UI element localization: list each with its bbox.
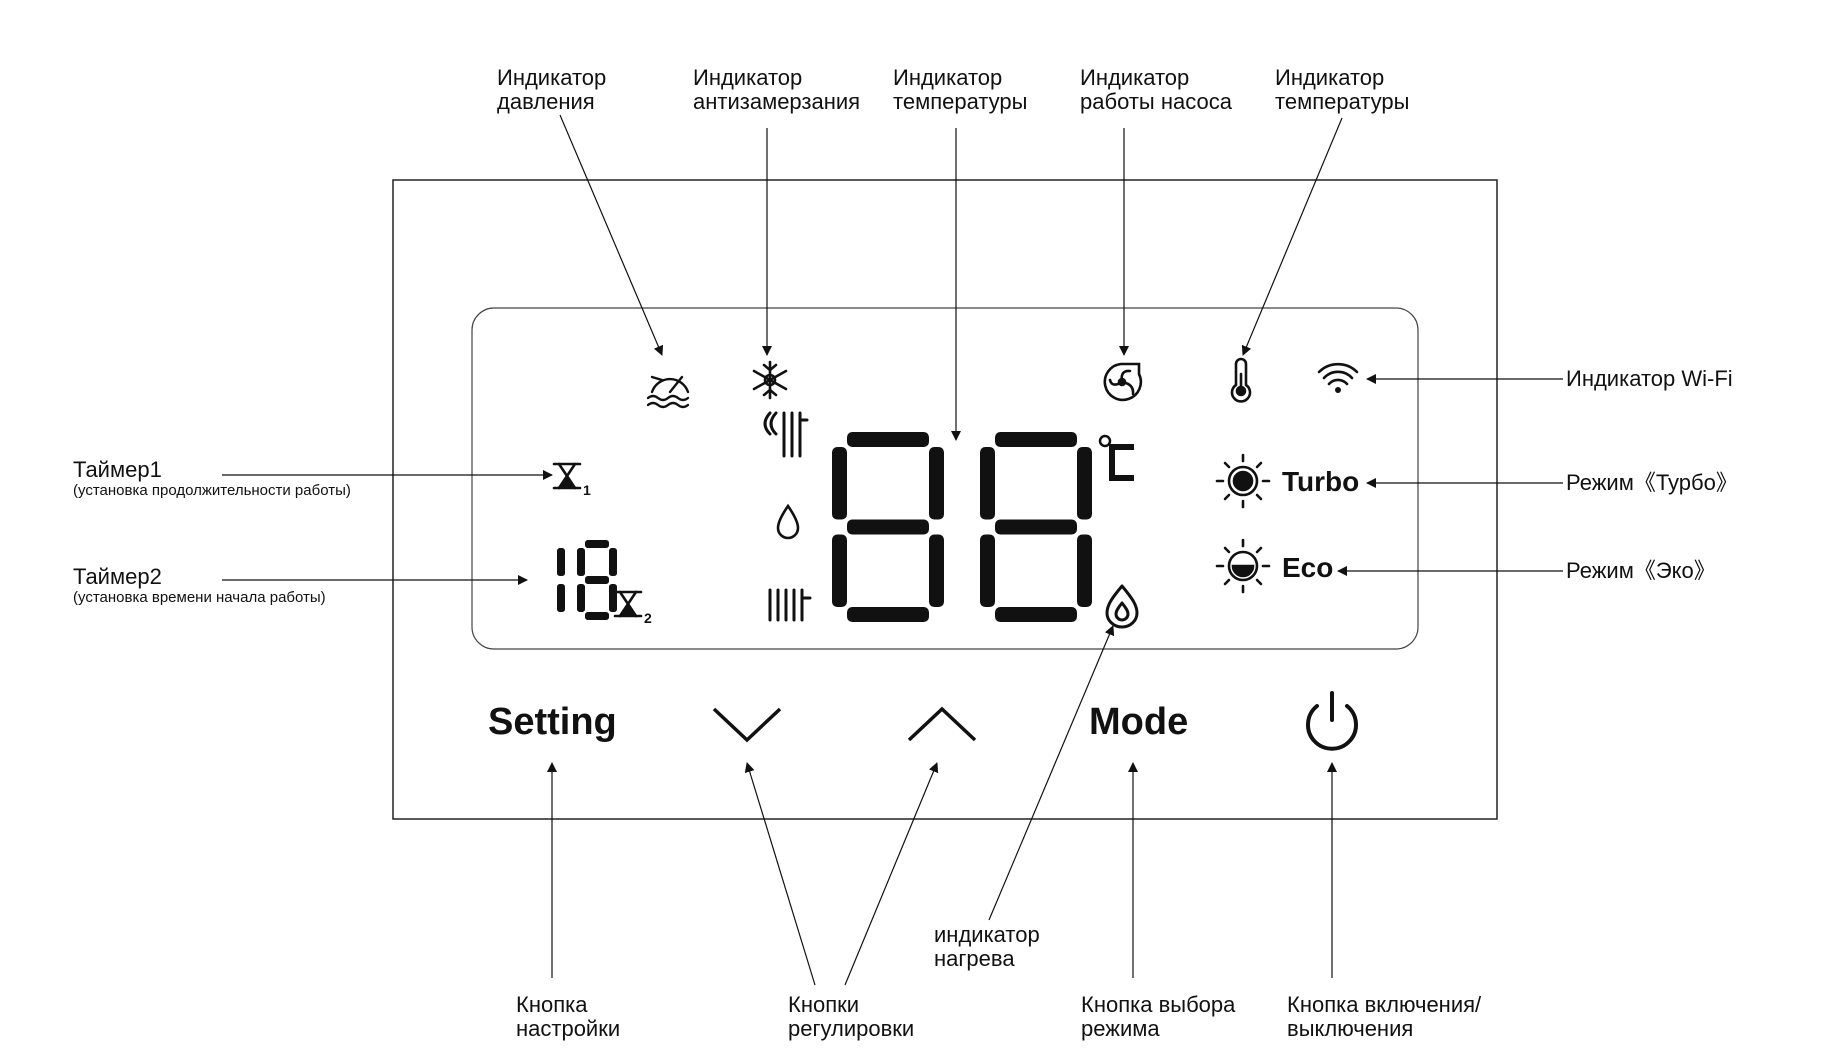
device-frame	[392, 179, 1498, 820]
celsius-unit	[1098, 434, 1134, 481]
segment-f	[577, 548, 585, 576]
main-temperature-digits	[832, 432, 1092, 622]
label-turbo-mode: Режим《Турбо》	[1566, 470, 1738, 495]
timer-digits	[557, 540, 617, 620]
sun-half-icon	[1215, 538, 1271, 594]
power-icon[interactable]	[1306, 691, 1358, 751]
segment-e	[832, 534, 847, 607]
segment-f	[980, 447, 995, 520]
pressure-gauge-icon	[646, 375, 690, 409]
timer1-index: 1	[583, 482, 591, 498]
segment-e	[980, 534, 995, 607]
segment-c	[609, 584, 617, 612]
segment-a	[585, 540, 609, 548]
segment-a	[847, 432, 929, 447]
water-drop-icon	[776, 503, 800, 540]
snowflake-icon	[752, 360, 788, 400]
segment-b	[557, 548, 565, 576]
label-timer1: Таймер1(установка продолжительности рабо…	[73, 457, 351, 500]
chevron-down-icon[interactable]	[712, 707, 782, 743]
label-timer2: Таймер2(установка времени начала работы)	[73, 564, 326, 607]
label-power-button: Кнопка включения/выключения	[1287, 992, 1482, 1041]
label-wifi-indicator: Индикатор Wi-Fi	[1566, 366, 1733, 391]
turbo-mode-label: Turbo	[1282, 466, 1360, 497]
flame-icon	[1105, 584, 1139, 629]
radiator-heating-icon	[763, 411, 809, 458]
segment-f	[832, 447, 847, 520]
celsius-c	[1109, 444, 1134, 481]
radiator-icon	[768, 588, 812, 622]
sun-full-icon	[1215, 453, 1271, 509]
segment-g	[995, 519, 1077, 535]
segment-g	[585, 576, 609, 584]
leader-heating	[988, 625, 1115, 921]
wifi-icon	[1317, 362, 1359, 393]
thermometer-icon	[1230, 357, 1252, 403]
setting-button[interactable]: Setting	[488, 701, 617, 743]
chevron-up-icon[interactable]	[907, 706, 977, 742]
timer2-index: 2	[644, 610, 652, 626]
segment-d	[995, 607, 1077, 622]
segment-b	[929, 447, 944, 520]
segment-a	[995, 432, 1077, 447]
segment-b	[609, 548, 617, 576]
segment-d	[585, 612, 609, 620]
hourglass-icon	[613, 590, 643, 618]
eco-mode-label: Eco	[1282, 552, 1334, 583]
lcd-screen	[471, 307, 1419, 650]
leader-pressure	[559, 114, 664, 356]
segment-e	[577, 584, 585, 612]
segment-b	[1077, 447, 1092, 520]
degree-symbol	[1098, 434, 1112, 448]
leader-down	[744, 762, 816, 986]
hourglass-icon	[552, 462, 582, 490]
leader-up	[844, 762, 939, 986]
pump-fan-icon	[1103, 362, 1143, 402]
leader-thermometer	[1241, 117, 1343, 356]
segment-d	[847, 607, 929, 622]
mode-button[interactable]: Mode	[1089, 701, 1189, 743]
label-eco-mode: Режим《Эко》	[1566, 558, 1716, 583]
leader-lines	[222, 114, 1563, 986]
segment-c	[1077, 534, 1092, 607]
segment-g	[847, 519, 929, 535]
segment-c	[557, 584, 565, 612]
segment-c	[929, 534, 944, 607]
